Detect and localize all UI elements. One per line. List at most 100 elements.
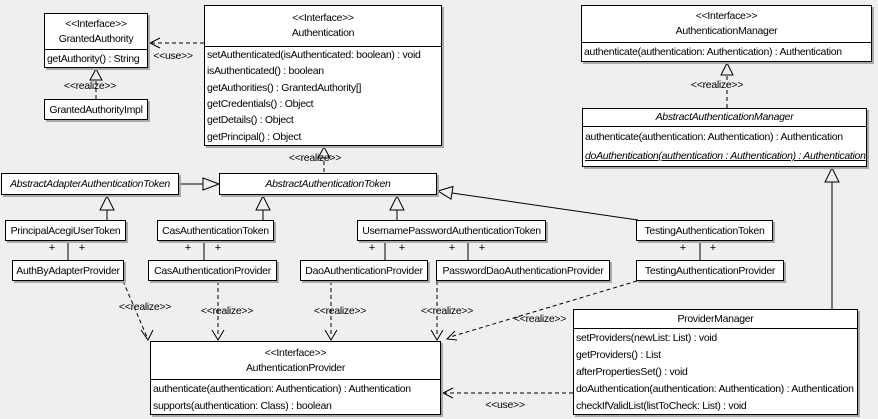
multiplicity-plus: +: [184, 242, 192, 254]
use-arrowhead: [148, 37, 161, 49]
class-name: GrantedAuthorityImpl: [49, 103, 143, 116]
realize-arrowhead: [317, 145, 331, 159]
class-box-testing-authentication-token[interactable]: TestingAuthenticationToken: [636, 220, 773, 241]
generalization-adapter-to-abstract-token: [179, 177, 221, 191]
class-name: AuthenticationManager: [675, 25, 778, 37]
class-box-password-dao-authentication-provider[interactable]: PasswordDaoAuthenticationProvider: [436, 260, 610, 281]
class-name: Authentication: [291, 27, 355, 39]
class-box-username-password-authentication-token[interactable]: UsernamePasswordAuthenticationToken: [357, 220, 546, 241]
class-header: <<Interface>> AuthenticationProvider: [151, 342, 440, 380]
realize-testing-provider: [449, 280, 638, 338]
method: getAuthority() : String: [47, 52, 140, 65]
realize-arrowhead: [140, 329, 154, 341]
class-box-authentication-provider[interactable]: <<Interface>> AuthenticationProvider aut…: [150, 341, 441, 415]
class-name: DaoAuthenticationProvider: [305, 264, 423, 277]
method: setAuthenticated(isAuthenticated: boolea…: [207, 49, 421, 62]
method: checkIfValidList(listToCheck: List) : vo…: [576, 399, 747, 412]
class-box-principal-acegi-user-token[interactable]: PrincipalAcegiUserToken: [5, 220, 126, 241]
class-box-abstract-authentication-manager[interactable]: AbstractAuthenticationManager authentica…: [582, 108, 867, 167]
method: getPrincipal() : Object: [207, 130, 302, 143]
method: authenticate(authentication: Authenticat…: [153, 382, 411, 395]
method: authenticate(authentication: Authenticat…: [585, 130, 843, 143]
method: doAuthentication(authentication: Authent…: [576, 382, 854, 395]
class-box-cas-authentication-token[interactable]: CasAuthenticationToken: [157, 220, 274, 241]
realize-label: <<realize>>: [118, 301, 172, 313]
multiplicity-plus: +: [448, 242, 456, 254]
realize-label: <<realize>>: [288, 152, 342, 164]
class-box-testing-authentication-provider[interactable]: TestingAuthenticationProvider: [636, 260, 784, 281]
method: setProviders(newList: List) : void: [576, 331, 717, 344]
class-name: CasAuthenticationProvider: [154, 264, 271, 277]
generalization-providermanager-to-abstract-manager: [824, 166, 840, 309]
method: getCredentials() : Object: [207, 98, 314, 111]
generalization-cas-token-to-abstract: [255, 194, 271, 220]
class-header: <<Interface>> AuthenticationManager: [582, 6, 871, 43]
class-box-auth-by-adapter-provider[interactable]: AuthByAdapterProvider: [12, 260, 124, 281]
class-name: TestingAuthenticationProvider: [644, 264, 776, 277]
generalization-principal-to-adapter: [99, 194, 115, 220]
realize-arrowhead: [720, 61, 734, 76]
class-box-authentication-manager[interactable]: <<Interface>> AuthenticationManager auth…: [581, 5, 872, 62]
class-header: <<Interface>> Authentication: [205, 6, 441, 47]
class-header: ProviderManager: [574, 310, 857, 329]
multiplicity-plus: +: [398, 242, 406, 254]
method: authenticate(authentication: Authenticat…: [584, 46, 842, 58]
method: supports(authentication: Class) : boolea…: [153, 399, 332, 412]
realize-label: <<realize>>: [200, 305, 254, 317]
realize-authbyadapter-provider: [122, 280, 148, 338]
stereotype: <<Interface>>: [292, 12, 354, 24]
use-label: <<use>>: [485, 399, 525, 411]
realize-label: <<realize>>: [690, 79, 744, 91]
class-name: ProviderManager: [677, 312, 754, 325]
class-name: PasswordDaoAuthenticationProvider: [442, 264, 604, 277]
generalization-userpass-token-to-abstract: [389, 194, 405, 220]
stereotype: <<Interface>>: [695, 10, 758, 22]
realize-label: <<realize>>: [63, 80, 117, 92]
method: getDetails() : Object: [207, 114, 294, 127]
class-box-abstract-adapter-authentication-token[interactable]: AbstractAdapterAuthenticationToken: [1, 173, 179, 195]
class-name: AbstractAuthenticationToken: [265, 178, 391, 190]
multiplicity-plus: +: [214, 242, 222, 254]
class-box-cas-authentication-provider[interactable]: CasAuthenticationProvider: [148, 260, 277, 281]
realize-arrowhead: [445, 330, 458, 341]
multiplicity-plus: +: [48, 242, 56, 254]
class-box-granted-authority-impl[interactable]: GrantedAuthorityImpl: [44, 99, 148, 120]
class-box-dao-authentication-provider[interactable]: DaoAuthenticationProvider: [300, 260, 428, 281]
method: doAuthentication(authentication : Authen…: [585, 150, 866, 163]
class-name: AbstractAdapterAuthenticationToken: [10, 178, 170, 190]
realize-arrowhead: [430, 329, 444, 341]
realize-arrowhead: [324, 329, 338, 341]
multiplicity-plus: +: [478, 242, 486, 254]
class-name: AuthByAdapterProvider: [16, 264, 120, 277]
realize-label: <<realize>>: [420, 305, 474, 317]
method: getProviders() : List: [576, 348, 661, 361]
class-name: PrincipalAcegiUserToken: [10, 224, 121, 237]
use-arrowhead: [441, 387, 454, 399]
class-box-abstract-authentication-token[interactable]: AbstractAuthenticationToken: [219, 173, 437, 195]
stereotype: <<Interface>>: [65, 17, 127, 30]
class-box-authentication[interactable]: <<Interface>> Authentication setAuthenti…: [204, 5, 442, 146]
class-name: CasAuthenticationToken: [162, 224, 269, 237]
class-name: TestingAuthenticationToken: [644, 224, 765, 237]
use-label: <<use>>: [153, 50, 193, 62]
realize-arrowhead: [211, 329, 225, 341]
method: afterPropertiesSet() : void: [576, 365, 688, 378]
multiplicity-plus: +: [78, 242, 86, 254]
class-box-granted-authority[interactable]: <<Interface>> GrantedAuthority getAuthor…: [44, 13, 148, 68]
multiplicity-plus: +: [368, 242, 376, 254]
class-name: AbstractAuthenticationManager: [655, 111, 794, 123]
class-name: GrantedAuthority: [58, 32, 134, 45]
method: getAuthorities() : GrantedAuthority[]: [207, 81, 362, 94]
class-box-provider-manager[interactable]: ProviderManager setProviders(newList: Li…: [573, 309, 858, 415]
generalization-testing-token-to-abstract: [436, 185, 639, 221]
class-header: <<Interface>> GrantedAuthority: [45, 14, 147, 50]
realize-arrowhead: [89, 67, 103, 81]
realize-label: <<realize>>: [313, 305, 367, 317]
class-name: AuthenticationProvider: [245, 361, 346, 374]
class-name: UsernamePasswordAuthenticationToken: [362, 224, 541, 237]
stereotype: <<Interface>>: [264, 346, 327, 359]
method: isAuthenticated() : boolean: [207, 65, 324, 78]
realize-label: <<realize>>: [513, 313, 567, 325]
